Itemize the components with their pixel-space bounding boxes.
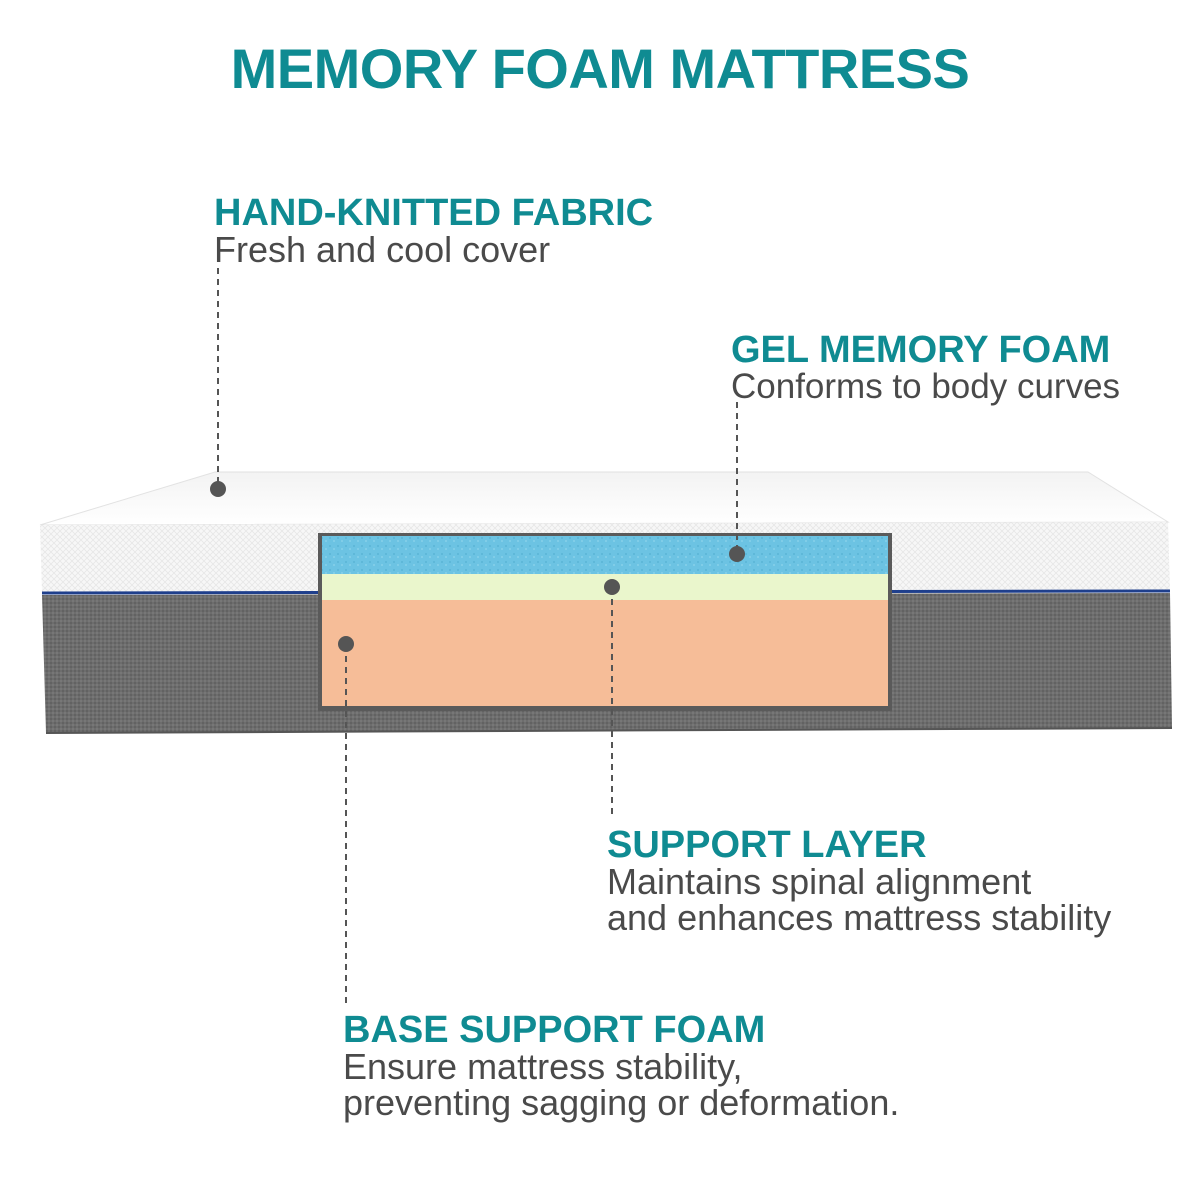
callout-gel-memory-foam: GEL MEMORY FOAM Conforms to body curves [731,331,1120,405]
fabric-dot [210,481,226,497]
callout-support-layer: SUPPORT LAYER Maintains spinal alignment… [607,826,1111,936]
callout-heading: BASE SUPPORT FOAM [343,1009,766,1051]
callout-heading: SUPPORT LAYER [607,824,927,866]
callout-heading: HAND-KNITTED FABRIC [214,192,654,234]
callout-description: Ensure mattress stability, [343,1046,743,1087]
callout-base-support-foam: BASE SUPPORT FOAM Ensure mattress stabil… [343,1011,899,1121]
callout-description: Maintains spinal alignment [607,861,1032,902]
gel-layer [322,536,888,574]
callout-description: preventing sagging or deformation. [343,1082,900,1123]
support-dot [604,579,620,595]
page-title: MEMORY FOAM MATTRESS [230,37,970,100]
callout-hand-knitted-fabric: HAND-KNITTED FABRIC Fresh and cool cover [214,194,653,268]
support-layer [322,600,888,706]
callout-description: Conforms to body curves [731,367,1121,406]
callout-description: Fresh and cool cover [214,229,551,270]
gel-dot [729,546,745,562]
callout-description: and enhances mattress stability [607,897,1112,938]
base-dot [338,636,354,652]
cover-top-surface [39,471,1170,526]
callout-heading: GEL MEMORY FOAM [731,329,1111,371]
